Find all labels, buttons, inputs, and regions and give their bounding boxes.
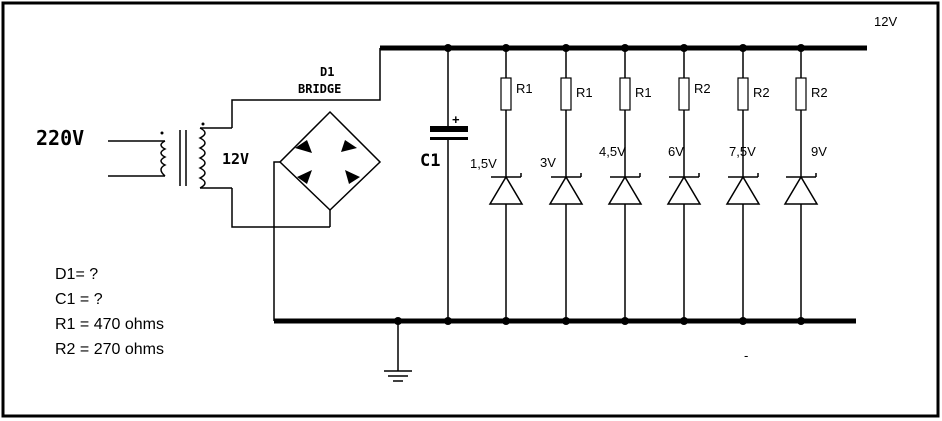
branch-5-resistor: R2 bbox=[753, 85, 770, 100]
bridge-rectifier bbox=[273, 110, 382, 321]
branch-1-zener: 1,5V bbox=[470, 156, 497, 171]
capacitor bbox=[430, 44, 468, 325]
branch-4: R2 6V bbox=[666, 44, 711, 325]
bridge-name: D1 bbox=[320, 65, 334, 79]
branch-3: R1 4,5V bbox=[599, 44, 652, 325]
note-r2: R2 = 270 ohms bbox=[55, 341, 164, 358]
branch-2: R1 3V bbox=[540, 44, 593, 325]
branch-4-resistor: R2 bbox=[694, 81, 711, 96]
branch-6-zener: 9V bbox=[811, 144, 827, 159]
minus-mark: - bbox=[744, 348, 748, 363]
capacitor-polarity: + bbox=[452, 112, 460, 127]
supply-voltage-label: 12V bbox=[874, 14, 897, 29]
capacitor-name: C1 bbox=[420, 151, 440, 171]
note-r1: R1 = 470 ohms bbox=[55, 316, 164, 333]
note-c1: C1 = ? bbox=[55, 291, 103, 308]
branch-6-resistor: R2 bbox=[811, 85, 828, 100]
bridge-label: BRIDGE bbox=[298, 82, 341, 96]
branch-3-resistor: R1 bbox=[635, 85, 652, 100]
branch-3-zener: 4,5V bbox=[599, 144, 626, 159]
branch-2-resistor: R1 bbox=[576, 85, 593, 100]
wire-secondary-top bbox=[231, 48, 381, 128]
branch-4-zener: 6V bbox=[668, 144, 684, 159]
input-voltage-label: 220V bbox=[36, 126, 84, 150]
branch-2-zener: 3V bbox=[540, 155, 556, 170]
branch-5-zener: 7,5V bbox=[729, 144, 756, 159]
branch-1-resistor: R1 bbox=[516, 81, 533, 96]
wire-secondary-bottom bbox=[231, 188, 330, 228]
branch-group: R1 1,5V R1 3V R1 4,5V bbox=[470, 44, 828, 325]
component-notes: D1= ? C1 = ? R1 = 470 ohms R2 = 270 ohms bbox=[55, 266, 164, 358]
ground-symbol bbox=[384, 317, 412, 382]
branch-6: R2 9V bbox=[783, 44, 828, 325]
secondary-voltage-label: 12V bbox=[222, 150, 249, 168]
note-d1: D1= ? bbox=[55, 266, 98, 283]
branch-5: R2 7,5V bbox=[725, 44, 770, 325]
branch-1: R1 1,5V bbox=[470, 44, 533, 325]
transformer bbox=[108, 122, 232, 189]
